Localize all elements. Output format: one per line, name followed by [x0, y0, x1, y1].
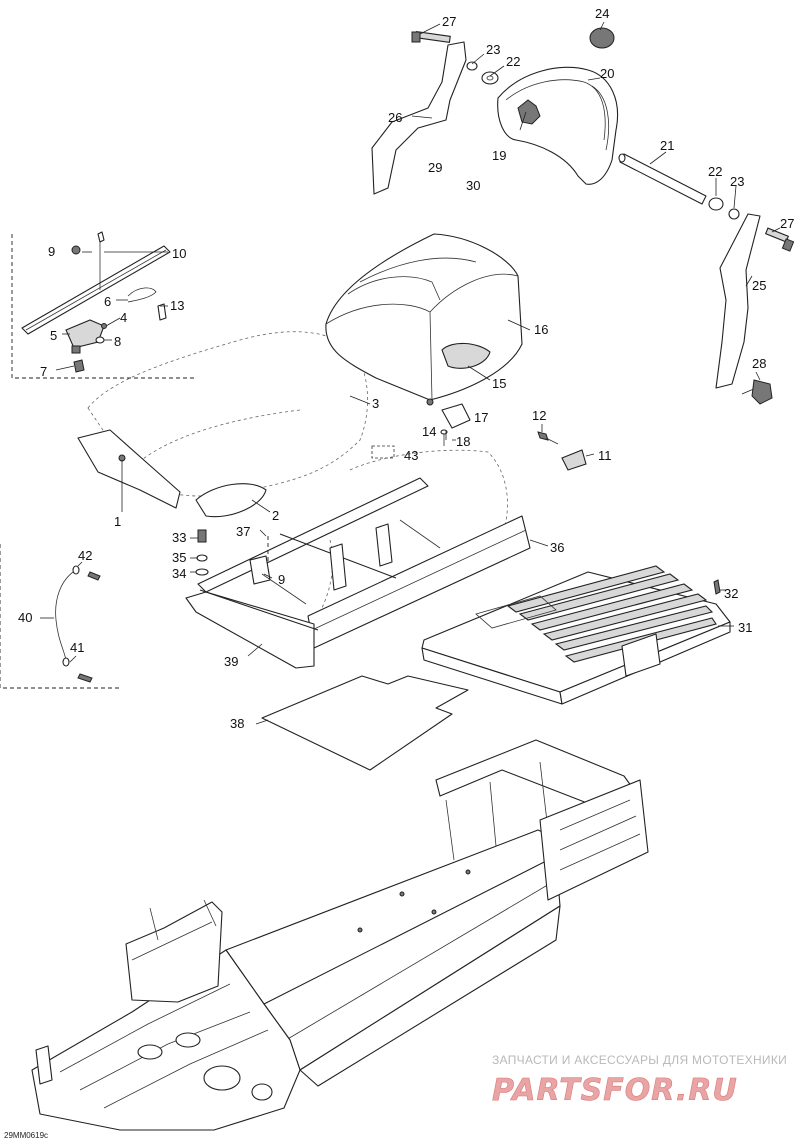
callout-27-top: 27: [442, 14, 456, 29]
callout-21: 21: [660, 138, 674, 153]
rack-frame: [185, 449, 531, 669]
callout-3: 3: [372, 396, 379, 411]
backrest-group: [371, 27, 795, 405]
callout-19: 19: [492, 148, 506, 163]
bracket-left: [371, 41, 467, 195]
callout-labels: 27 24 23 22 20 26 19 29 30 21 22 23 27 2…: [18, 6, 794, 731]
leader-lines: [40, 21, 781, 725]
mount-plate: [65, 319, 105, 349]
callout-7: 7: [40, 364, 47, 379]
callout-9-top: 9: [48, 244, 55, 259]
callout-40: 40: [18, 610, 32, 625]
callout-22-right: 22: [708, 164, 722, 179]
drawing-code: 29MM0619c: [4, 1131, 48, 1140]
callout-2: 2: [272, 508, 279, 523]
callout-36: 36: [550, 540, 564, 555]
callout-39: 39: [224, 654, 238, 669]
callout-25: 25: [752, 278, 766, 293]
callout-22-top: 22: [506, 54, 520, 69]
callout-16: 16: [534, 322, 548, 337]
washer-top-22: [481, 71, 499, 85]
washer-right-23: [728, 208, 740, 220]
callout-38: 38: [230, 716, 244, 731]
callout-28: 28: [752, 356, 766, 371]
callout-24: 24: [595, 6, 609, 21]
callout-20: 20: [600, 66, 614, 81]
callout-1: 1: [114, 514, 121, 529]
tether-cable: [55, 569, 77, 661]
callout-37: 37: [236, 524, 250, 539]
callout-33: 33: [172, 530, 186, 545]
seat-cushion: [441, 342, 491, 369]
seat-base: [195, 483, 267, 518]
knob: [589, 27, 615, 49]
callout-34: 34: [172, 566, 186, 581]
callout-10: 10: [172, 246, 186, 261]
backrest-cover: [497, 66, 618, 185]
cargo-rack: [421, 565, 731, 705]
callout-42: 42: [78, 548, 92, 563]
callout-18: 18: [456, 434, 470, 449]
callout-6: 6: [104, 294, 111, 309]
callout-15: 15: [492, 376, 506, 391]
floor-mat: [261, 675, 469, 771]
callout-41: 41: [70, 640, 84, 655]
bracket-right: [715, 213, 761, 389]
callout-8: 8: [114, 334, 121, 349]
frame-front-panel: [185, 591, 315, 669]
hardware-inset: [11, 231, 196, 379]
callout-14: 14: [422, 424, 436, 439]
callout-5: 5: [50, 328, 57, 343]
knob-bolt: [741, 379, 773, 405]
callout-32: 32: [724, 586, 738, 601]
label-tag: [371, 445, 395, 459]
bolt-top: [411, 31, 451, 43]
callout-30: 30: [466, 178, 480, 193]
callout-31: 31: [738, 620, 752, 635]
console-frame: [125, 901, 223, 1003]
vehicle-chassis: [31, 739, 649, 1131]
cable-group: [0, 544, 120, 689]
callout-13: 13: [170, 298, 184, 313]
callout-26: 26: [388, 110, 402, 125]
seat-front-bracket: [77, 429, 181, 509]
callout-23-right: 23: [730, 174, 744, 189]
spacer-block: [441, 403, 471, 429]
watermark-tagline: ЗАПЧАСТИ И АКСЕССУАРЫ ДЛЯ МОТОТЕХНИКИ: [492, 1053, 787, 1067]
strap: [127, 287, 157, 303]
watermark: ЗАПЧАСТИ И АКСЕССУАРЫ ДЛЯ МОТОТЕХНИКИ PA…: [492, 1053, 787, 1108]
callout-35: 35: [172, 550, 186, 565]
callout-11: 11: [598, 448, 612, 463]
washer-right-22: [708, 197, 724, 211]
callout-27-right: 27: [780, 216, 794, 231]
latch-clip: [561, 449, 587, 471]
watermark-brand: PARTSFOR.RU: [492, 1073, 738, 1108]
callout-4: 4: [120, 310, 127, 325]
seat-assembly: [77, 233, 587, 518]
shaft: [619, 153, 707, 205]
washer-top-23: [466, 61, 478, 71]
fastener-stack: [195, 529, 209, 576]
bolt-right: [764, 227, 795, 252]
callout-17: 17: [474, 410, 488, 425]
callout-23-top: 23: [486, 42, 500, 57]
callout-29: 29: [428, 160, 442, 175]
emblem: [517, 99, 541, 125]
callout-9-frame: 9: [278, 572, 285, 587]
callout-43: 43: [404, 448, 418, 463]
callout-12: 12: [532, 408, 546, 423]
